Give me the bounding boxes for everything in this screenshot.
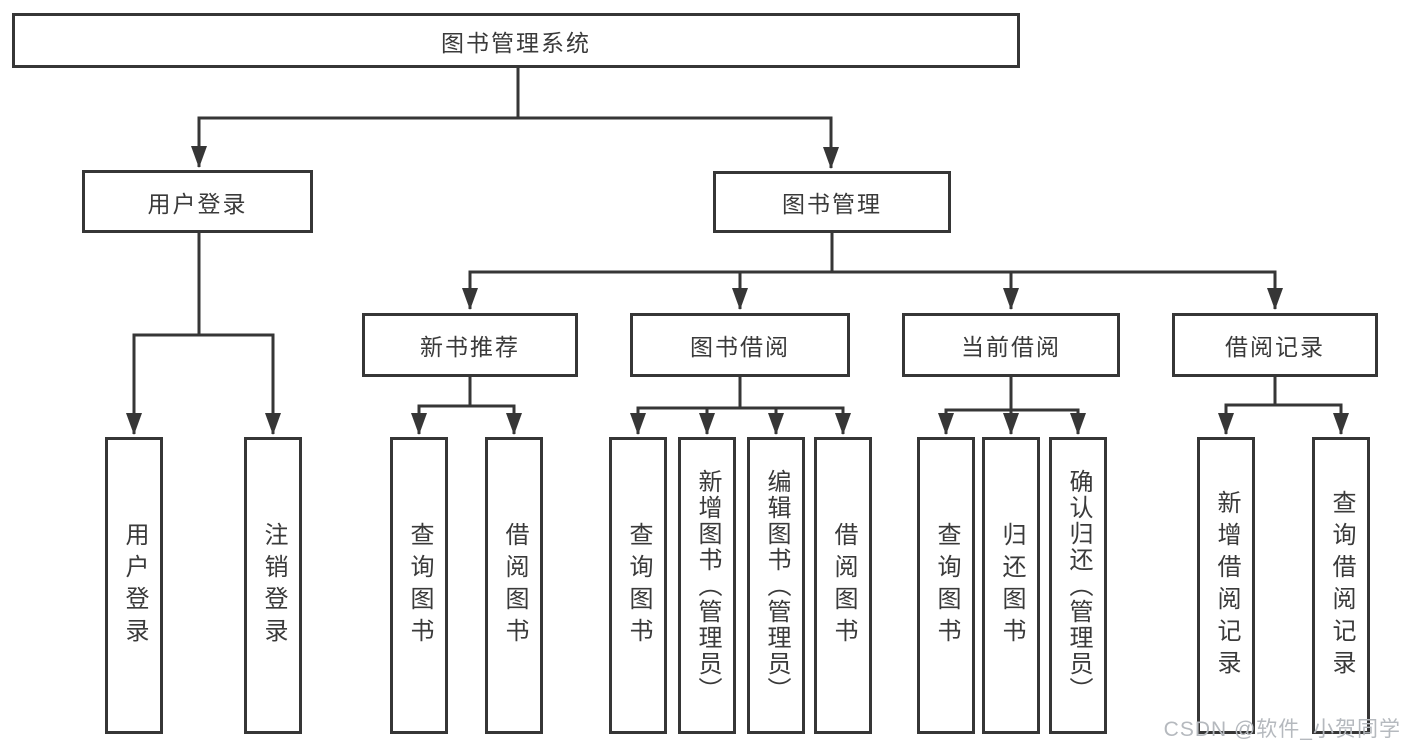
node-new-book-recommend: 新书推荐 — [362, 313, 578, 377]
watermark: CSDN @软件_小贺同学 — [1163, 718, 1401, 741]
node-book-borrow: 图书借阅 — [630, 313, 850, 377]
leaf-nb-query-book: 查询图书 — [390, 437, 448, 734]
leaf-bb-borrow-book: 借阅图书 — [814, 437, 872, 734]
leaf-br-query-record: 查询借阅记录 — [1312, 437, 1370, 734]
leaf-cb-query-book: 查询图书 — [917, 437, 975, 734]
leaf-bb-query-book-label: 查询图书 — [625, 521, 652, 650]
leaf-cb-query-book-label: 查询图书 — [933, 521, 960, 650]
node-book-management-label: 图书管理 — [782, 191, 882, 217]
leaf-bb-borrow-book-label: 借阅图书 — [830, 521, 857, 650]
leaf-cb-return-book-label: 归还图书 — [998, 521, 1025, 650]
leaf-bb-query-book: 查询图书 — [609, 437, 667, 734]
leaf-br-query-record-label: 查询借阅记录 — [1328, 489, 1355, 682]
leaf-bb-edit-book-admin: 编辑图书（管理员） — [747, 437, 805, 734]
node-borrow-record: 借阅记录 — [1172, 313, 1378, 377]
node-new-book-recommend-label: 新书推荐 — [420, 334, 520, 360]
leaf-cb-confirm-return-admin: 确认归还（管理员） — [1049, 437, 1107, 734]
node-current-borrow: 当前借阅 — [902, 313, 1120, 377]
node-book-borrow-label: 图书借阅 — [690, 334, 790, 360]
node-user-login-label: 用户登录 — [147, 190, 248, 217]
leaf-logout: 注销登录 — [244, 437, 302, 734]
leaf-logout-label: 注销登录 — [260, 521, 287, 650]
leaf-cb-return-book: 归还图书 — [982, 437, 1040, 734]
leaf-bb-add-book-admin: 新增图书（管理员） — [678, 437, 736, 734]
node-user-login: 用户登录 — [82, 170, 313, 233]
leaf-nb-query-book-label: 查询图书 — [406, 521, 433, 650]
leaf-br-add-record: 新增借阅记录 — [1197, 437, 1255, 734]
leaf-nb-borrow-book: 借阅图书 — [485, 437, 543, 734]
leaf-cb-confirm-return-admin-label: 确认归还（管理员） — [1065, 468, 1092, 703]
node-current-borrow-label: 当前借阅 — [961, 334, 1061, 360]
leaf-user-login: 用户登录 — [105, 437, 163, 734]
leaf-nb-borrow-book-label: 借阅图书 — [501, 521, 528, 650]
node-root-label: 图书管理系统 — [441, 29, 591, 56]
node-book-management: 图书管理 — [713, 171, 951, 233]
node-borrow-record-label: 借阅记录 — [1225, 334, 1325, 360]
node-root: 图书管理系统 — [12, 13, 1020, 68]
leaf-user-login-label: 用户登录 — [121, 521, 148, 650]
leaf-bb-edit-book-admin-label: 编辑图书（管理员） — [763, 468, 790, 703]
leaf-br-add-record-label: 新增借阅记录 — [1213, 489, 1240, 682]
leaf-bb-add-book-admin-label: 新增图书（管理员） — [694, 468, 721, 703]
